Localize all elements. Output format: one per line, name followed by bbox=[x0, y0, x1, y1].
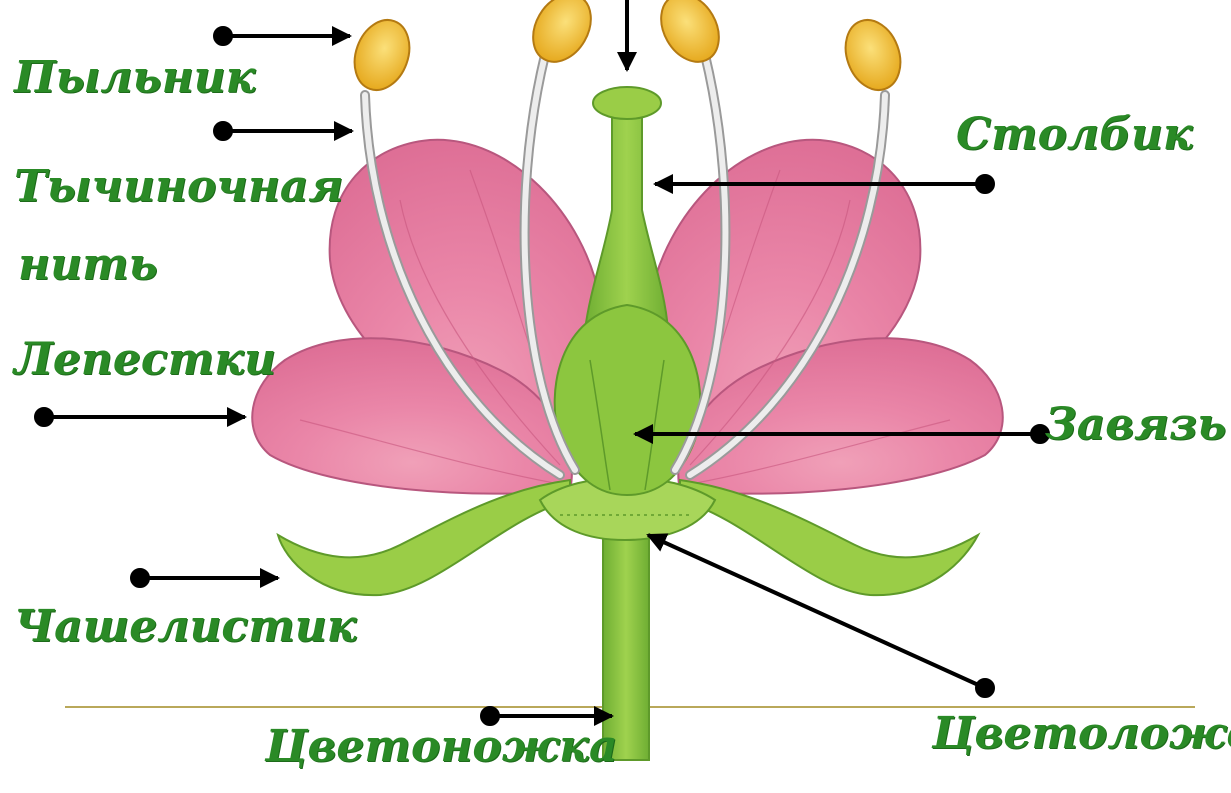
sepal-right bbox=[680, 480, 978, 595]
label-peduncle: Цветоножка bbox=[265, 725, 617, 769]
label-filament-line1: Тычиночная bbox=[14, 165, 343, 209]
pistil-style bbox=[585, 115, 668, 330]
stigma bbox=[593, 87, 661, 119]
label-petals: Лепестки bbox=[14, 338, 276, 382]
label-ovary: Завязь bbox=[1045, 403, 1226, 447]
sepal-left bbox=[278, 480, 570, 595]
label-sepal: Чашелистик bbox=[14, 605, 357, 649]
label-style: Столбик bbox=[956, 113, 1193, 157]
label-receptacle: Цветоложе bbox=[932, 712, 1231, 756]
label-anther: Пыльник bbox=[14, 56, 255, 100]
label-filament-line2: нить bbox=[18, 243, 158, 287]
